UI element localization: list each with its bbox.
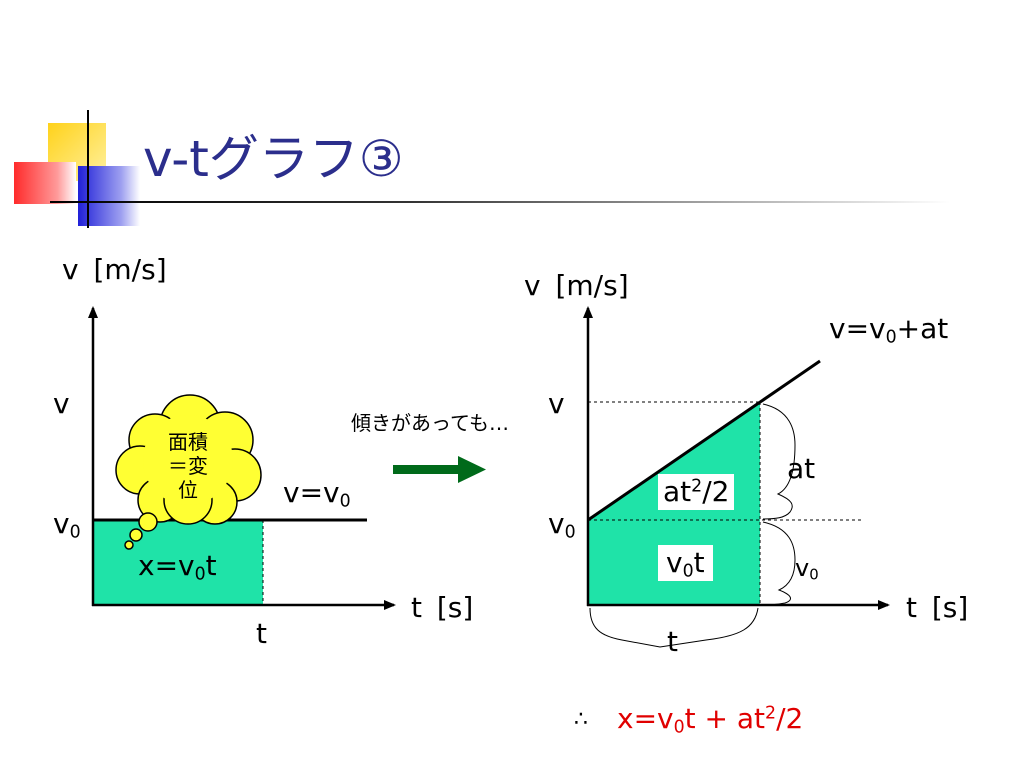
brace-v0-label: v0	[795, 554, 819, 584]
brace-at-label: at	[787, 452, 816, 485]
brace-v0	[762, 521, 796, 606]
right-arrow-icon	[393, 456, 486, 483]
page-title: v-tグラフ③	[143, 130, 404, 188]
left-area-label: x=v0t	[138, 549, 217, 585]
left-t-tick: t	[256, 617, 267, 650]
right-x-axis-label: t [s]	[906, 591, 969, 624]
right-line-label: v=v0+at	[829, 312, 949, 348]
left-v0-tick: v0	[53, 507, 81, 543]
left-y-axis-label: v [m/s]	[62, 253, 167, 286]
brace-at	[762, 403, 796, 520]
right-y-axis-label: v [m/s]	[524, 269, 629, 302]
triangle-area-label: at2/2	[658, 474, 735, 510]
brace-t	[589, 607, 759, 648]
right-velocity-line	[587, 359, 821, 522]
slope-caption: 傾きがあっても…	[351, 411, 509, 435]
right-v0-tick: v0	[548, 507, 576, 543]
left-x-axis-label: t [s]	[411, 591, 474, 624]
area-bubble	[115, 394, 262, 550]
rect-area-label: v0t	[658, 545, 713, 581]
vertical-rule	[87, 110, 89, 228]
horizontal-rule	[50, 201, 950, 203]
left-line-label: v=v0	[283, 476, 351, 512]
brace-t-label: t	[667, 625, 678, 658]
bubble-text: 面積 ＝変 位	[168, 430, 208, 502]
right-v-tick: v	[548, 387, 565, 420]
therefore-symbol: ∴	[574, 707, 588, 732]
result-formula: x=v0t + at2/2	[617, 702, 804, 738]
red-square	[14, 162, 76, 204]
left-v-tick: v	[53, 387, 70, 420]
left-area-rect	[93, 520, 263, 605]
